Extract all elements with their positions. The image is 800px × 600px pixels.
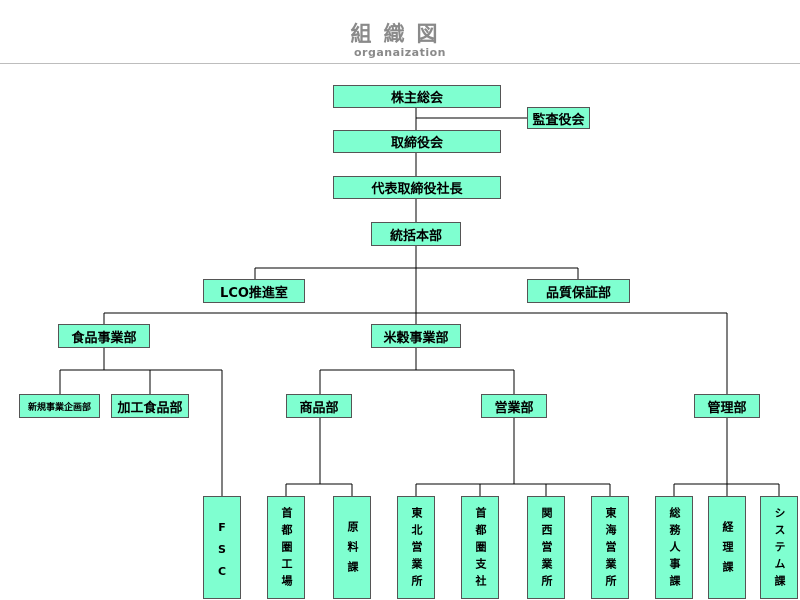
node-metro-branch: 首都圏支社 — [461, 496, 499, 599]
node-accounting-label: 経理課 — [721, 521, 734, 581]
node-president: 代表取締役社長 — [333, 176, 501, 199]
node-metro-factory: 首都圏工場 — [267, 496, 305, 599]
title-divider — [0, 63, 800, 64]
node-systems: システム課 — [760, 496, 798, 599]
node-shareholders: 株主総会 — [333, 85, 501, 108]
node-kansai-sales-label: 関西営業所 — [540, 507, 553, 592]
node-qa: 品質保証部 — [527, 279, 630, 303]
node-raw-materials: 原料課 — [333, 496, 371, 599]
node-fsc: FSC — [203, 496, 241, 599]
node-rice-division: 米穀事業部 — [371, 324, 461, 348]
node-east-north-sales-label: 東北営業所 — [410, 507, 423, 592]
node-tokai-sales: 東海営業所 — [591, 496, 629, 599]
node-food-division: 食品事業部 — [58, 324, 150, 348]
node-metro-branch-label: 首都圏支社 — [474, 507, 487, 592]
node-new-business: 新規事業企画部 — [19, 394, 100, 418]
node-processed-food: 加工食品部 — [111, 394, 189, 418]
node-management: 管理部 — [694, 394, 760, 418]
node-east-north-sales: 東北営業所 — [397, 496, 435, 599]
page-title: 組織図 — [350, 22, 450, 46]
node-board: 取締役会 — [333, 130, 501, 153]
node-kansai-sales: 関西営業所 — [527, 496, 565, 599]
node-accounting: 経理課 — [708, 496, 746, 599]
page-subtitle: organaization — [353, 46, 447, 59]
node-products: 商品部 — [286, 394, 352, 418]
node-sales: 営業部 — [481, 394, 547, 418]
node-systems-label: システム課 — [773, 507, 786, 592]
node-auditor: 監査役会 — [527, 107, 590, 129]
node-fsc-label: FSC — [215, 521, 229, 587]
node-lco: LCO推進室 — [203, 279, 305, 303]
node-general-hr-label: 総務人事課 — [668, 507, 681, 592]
node-metro-factory-label: 首都圏工場 — [280, 507, 293, 592]
node-hq: 統括本部 — [371, 222, 461, 246]
node-general-hr: 総務人事課 — [655, 496, 693, 599]
node-raw-materials-label: 原料課 — [346, 521, 359, 581]
node-tokai-sales-label: 東海営業所 — [604, 507, 617, 592]
